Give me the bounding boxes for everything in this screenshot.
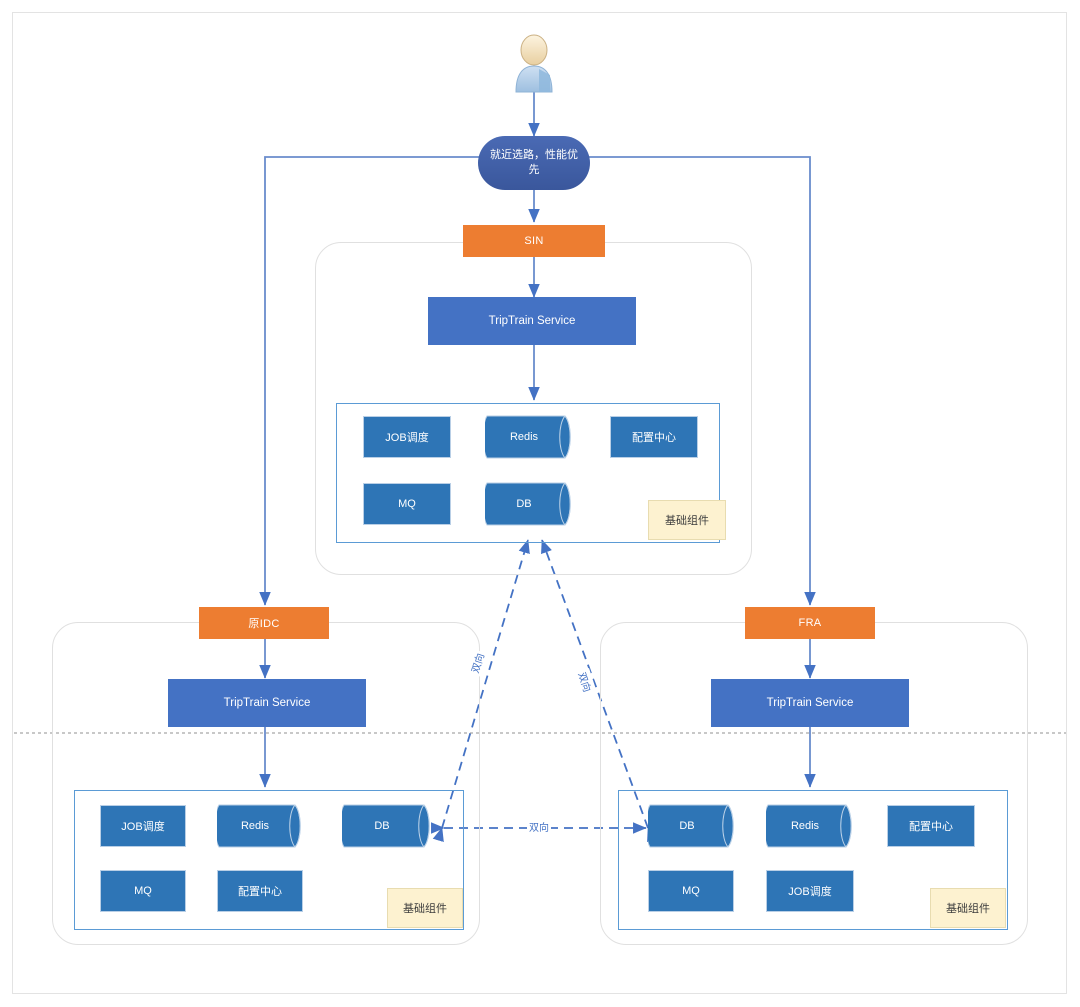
service-sin-label: TripTrain Service: [488, 315, 576, 327]
component-fra-redis[interactable]: Redis: [766, 803, 860, 849]
legend-fra-label: 基础组件: [946, 903, 990, 915]
component-sin-config-label: 配置中心: [632, 432, 676, 444]
component-sin-job[interactable]: JOB调度: [363, 416, 451, 458]
region-header-idc-label: 原IDC: [248, 618, 280, 630]
component-sin-db-label: DB: [516, 498, 532, 510]
region-header-fra[interactable]: FRA: [745, 607, 875, 639]
component-sin-mq[interactable]: MQ: [363, 483, 451, 525]
component-idc-mq[interactable]: MQ: [100, 870, 186, 912]
service-sin[interactable]: TripTrain Service: [428, 297, 636, 345]
component-sin-mq-label: MQ: [398, 498, 416, 510]
canvas-border: [12, 12, 1067, 994]
component-fra-config-label: 配置中心: [909, 821, 953, 833]
component-sin-redis-label: Redis: [509, 431, 539, 443]
component-sin-job-label: JOB调度: [385, 432, 429, 444]
legend-sin: 基础组件: [648, 500, 726, 540]
legend-sin-label: 基础组件: [665, 515, 709, 527]
component-idc-job[interactable]: JOB调度: [100, 805, 186, 847]
component-idc-config[interactable]: 配置中心: [217, 870, 303, 912]
component-fra-mq[interactable]: MQ: [648, 870, 734, 912]
region-header-sin[interactable]: SIN: [463, 225, 605, 257]
component-fra-config[interactable]: 配置中心: [887, 805, 975, 847]
sync-label-idc-fra-text: 双向: [529, 823, 549, 834]
legend-idc: 基础组件: [387, 888, 463, 928]
component-idc-db[interactable]: DB: [342, 803, 438, 849]
region-header-idc[interactable]: 原IDC: [199, 607, 329, 639]
components-frame-fra: [618, 790, 1008, 930]
components-frame-idc: [74, 790, 464, 930]
component-sin-redis[interactable]: Redis: [485, 414, 579, 460]
routing-decision-node[interactable]: 就近选路，性能优先: [478, 136, 590, 190]
service-fra-label: TripTrain Service: [766, 697, 854, 709]
component-idc-config-label: 配置中心: [238, 886, 282, 898]
routing-decision-label: 就近选路，性能优先: [490, 149, 578, 176]
component-sin-db[interactable]: DB: [485, 481, 579, 527]
component-fra-job[interactable]: JOB调度: [766, 870, 854, 912]
component-fra-db[interactable]: DB: [648, 803, 742, 849]
component-idc-redis[interactable]: Redis: [217, 803, 309, 849]
region-header-sin-label: SIN: [524, 235, 544, 247]
component-fra-job-label: JOB调度: [788, 886, 832, 898]
component-sin-config[interactable]: 配置中心: [610, 416, 698, 458]
component-fra-db-label: DB: [679, 820, 695, 832]
sync-label-idc-fra: 双向: [527, 819, 551, 834]
component-idc-job-label: JOB调度: [121, 821, 165, 833]
components-frame-sin: [336, 403, 720, 543]
legend-idc-label: 基础组件: [403, 903, 447, 915]
component-idc-db-label: DB: [374, 820, 390, 832]
user-avatar: [506, 31, 562, 93]
region-header-fra-label: FRA: [798, 617, 822, 629]
service-fra[interactable]: TripTrain Service: [711, 679, 909, 727]
component-idc-mq-label: MQ: [134, 885, 152, 897]
legend-fra: 基础组件: [930, 888, 1006, 928]
component-idc-redis-label: Redis: [240, 820, 270, 832]
component-fra-redis-label: Redis: [790, 820, 820, 832]
service-idc-label: TripTrain Service: [223, 697, 311, 709]
service-idc[interactable]: TripTrain Service: [168, 679, 366, 727]
component-fra-mq-label: MQ: [682, 885, 700, 897]
